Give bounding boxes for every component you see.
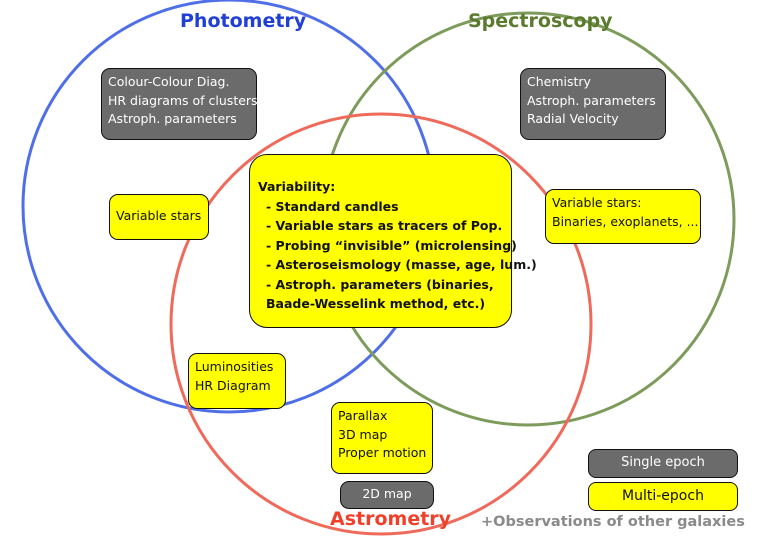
box-line: Variable stars bbox=[116, 208, 202, 223]
variability-heading: Variability: bbox=[258, 179, 336, 194]
variability-item: - Variable stars as tracers of Pop. bbox=[266, 218, 503, 233]
box-line: Proper motion bbox=[338, 445, 427, 460]
other-galaxies-note: +Observations of other galaxies bbox=[481, 514, 745, 530]
box-line: HR diagrams of clusters bbox=[108, 92, 258, 108]
photometry-single-epoch-box: Colour-Colour Diag. HR diagrams of clust… bbox=[101, 68, 258, 140]
legend-multi-epoch-label: Multi-epoch bbox=[622, 488, 704, 504]
legend-single-epoch: Single epoch bbox=[588, 449, 738, 478]
luminosities-box: Luminosities HR Diagram bbox=[188, 353, 286, 409]
variability-item: - Asteroseismology (masse, age, lum.) bbox=[266, 257, 537, 272]
box-line: HR Diagram bbox=[195, 377, 271, 393]
photometry-variable-stars-box: Variable stars bbox=[109, 194, 209, 240]
box-line: Colour-Colour Diag. bbox=[108, 74, 230, 89]
box-line: 3D map bbox=[338, 426, 388, 442]
photometry-title: Photometry bbox=[180, 10, 307, 32]
box-line: Astroph. parameters bbox=[108, 111, 237, 126]
box-line: Chemistry bbox=[527, 74, 591, 89]
legend-single-epoch-label: Single epoch bbox=[621, 455, 705, 470]
astrometry-circle bbox=[169, 112, 593, 536]
box-line: 2D map bbox=[362, 486, 412, 501]
spectroscopy-title: Spectroscopy bbox=[468, 10, 613, 32]
box-line: Variable stars: bbox=[552, 195, 642, 210]
legend-multi-epoch: Multi-epoch bbox=[588, 482, 738, 511]
box-line: Binaries, exoplanets, ... bbox=[552, 213, 699, 229]
box-line: Radial Velocity bbox=[527, 111, 619, 126]
box-line: Astroph. parameters bbox=[527, 92, 656, 108]
variability-item-continuation: Baade-Wesselink method, etc.) bbox=[266, 296, 486, 311]
variability-item: - Standard candles bbox=[266, 198, 399, 214]
spectroscopy-single-epoch-box: Chemistry Astroph. parameters Radial Vel… bbox=[520, 68, 666, 140]
astrometry-single-epoch-box: 2D map bbox=[340, 481, 434, 509]
box-line: Parallax bbox=[338, 408, 388, 423]
box-line: Luminosities bbox=[195, 359, 274, 374]
astrometry-title: Astrometry bbox=[330, 508, 452, 530]
astrometry-multi-epoch-box: Parallax 3D map Proper motion bbox=[331, 402, 433, 474]
spectroscopy-variable-stars-box: Variable stars: Binaries, exoplanets, ..… bbox=[545, 189, 701, 244]
variability-central-box: Variability: - Standard candles - Variab… bbox=[249, 154, 537, 328]
variability-item: - Probing “invisible” (microlensing) bbox=[266, 237, 517, 253]
variability-item: - Astroph. parameters (binaries, bbox=[266, 276, 494, 292]
